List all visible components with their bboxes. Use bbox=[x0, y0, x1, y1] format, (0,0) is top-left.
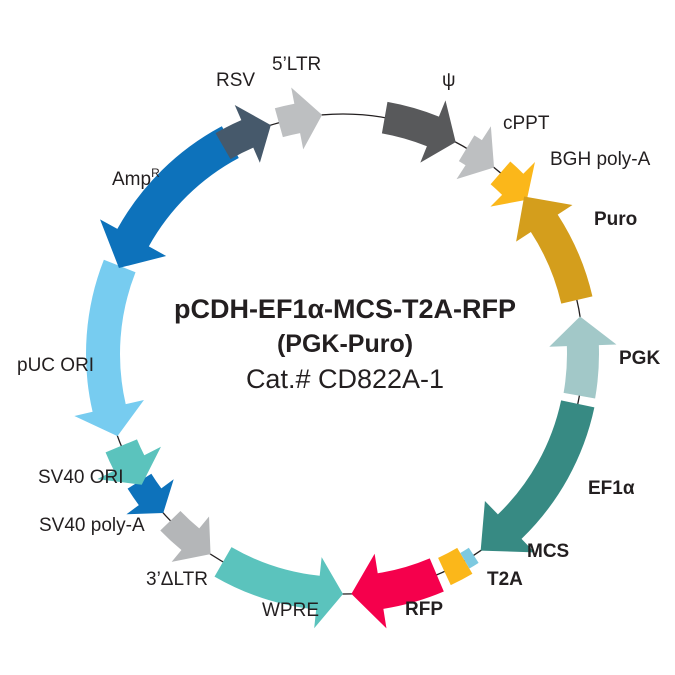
feature-arrow-three-dltr bbox=[160, 510, 211, 562]
feature-arrow-puc-ori bbox=[74, 259, 144, 437]
label-rsv: RSV bbox=[216, 70, 255, 91]
feature-arrow-wpre bbox=[214, 547, 343, 629]
label-pgk: PGK bbox=[619, 348, 660, 369]
feature-arrow-rfp bbox=[351, 553, 444, 629]
label-puc-ori: pUC ORI bbox=[17, 355, 94, 376]
label-amp: AmpR bbox=[112, 166, 160, 190]
label-five-ltr: 5’LTR bbox=[272, 54, 321, 75]
feature-arrow-pgk bbox=[549, 316, 617, 399]
label-amp-main: Amp bbox=[112, 169, 151, 190]
label-ef1a: EF1α bbox=[588, 478, 635, 499]
label-psi: ψ bbox=[442, 70, 456, 91]
label-rfp: RFP bbox=[405, 599, 443, 620]
feature-arrow-ef1a bbox=[480, 400, 595, 553]
catalog-number: Cat.# CD822A-1 bbox=[246, 364, 444, 394]
label-amp-superscript: R bbox=[151, 166, 160, 180]
feature-arrow-bgh-polya bbox=[490, 161, 535, 207]
label-t2a: T2A bbox=[487, 569, 523, 590]
label-wpre: WPRE bbox=[262, 600, 319, 621]
feature-arrow-cppt bbox=[456, 126, 495, 180]
label-three-dltr: 3’ΔLTR bbox=[146, 569, 208, 590]
label-sv40-ori: SV40 ORI bbox=[38, 467, 124, 488]
feature-arrow-psi bbox=[381, 100, 456, 163]
label-bgh-polya: BGH poly-A bbox=[550, 149, 651, 170]
feature-arrow-t2a bbox=[460, 547, 479, 569]
label-mcs: MCS bbox=[527, 541, 569, 562]
feature-arrow-amp bbox=[100, 126, 239, 268]
feature-arrow-five-ltr bbox=[274, 87, 323, 150]
feature-arrow-mcs bbox=[438, 547, 473, 586]
feature-arrow-sv40-ori bbox=[97, 439, 161, 485]
plasmid-name: pCDH-EF1α-MCS-T2A-RFP bbox=[174, 294, 516, 324]
feature-arrow-puro bbox=[516, 196, 593, 304]
label-sv40-polya: SV40 poly-A bbox=[39, 515, 145, 536]
plasmid-subtitle: (PGK-Puro) bbox=[277, 330, 413, 358]
label-puro: Puro bbox=[594, 209, 637, 230]
feature-arrow-rsv bbox=[215, 105, 271, 163]
feature-arrows bbox=[74, 87, 617, 629]
label-cppt: cPPT bbox=[503, 113, 550, 134]
